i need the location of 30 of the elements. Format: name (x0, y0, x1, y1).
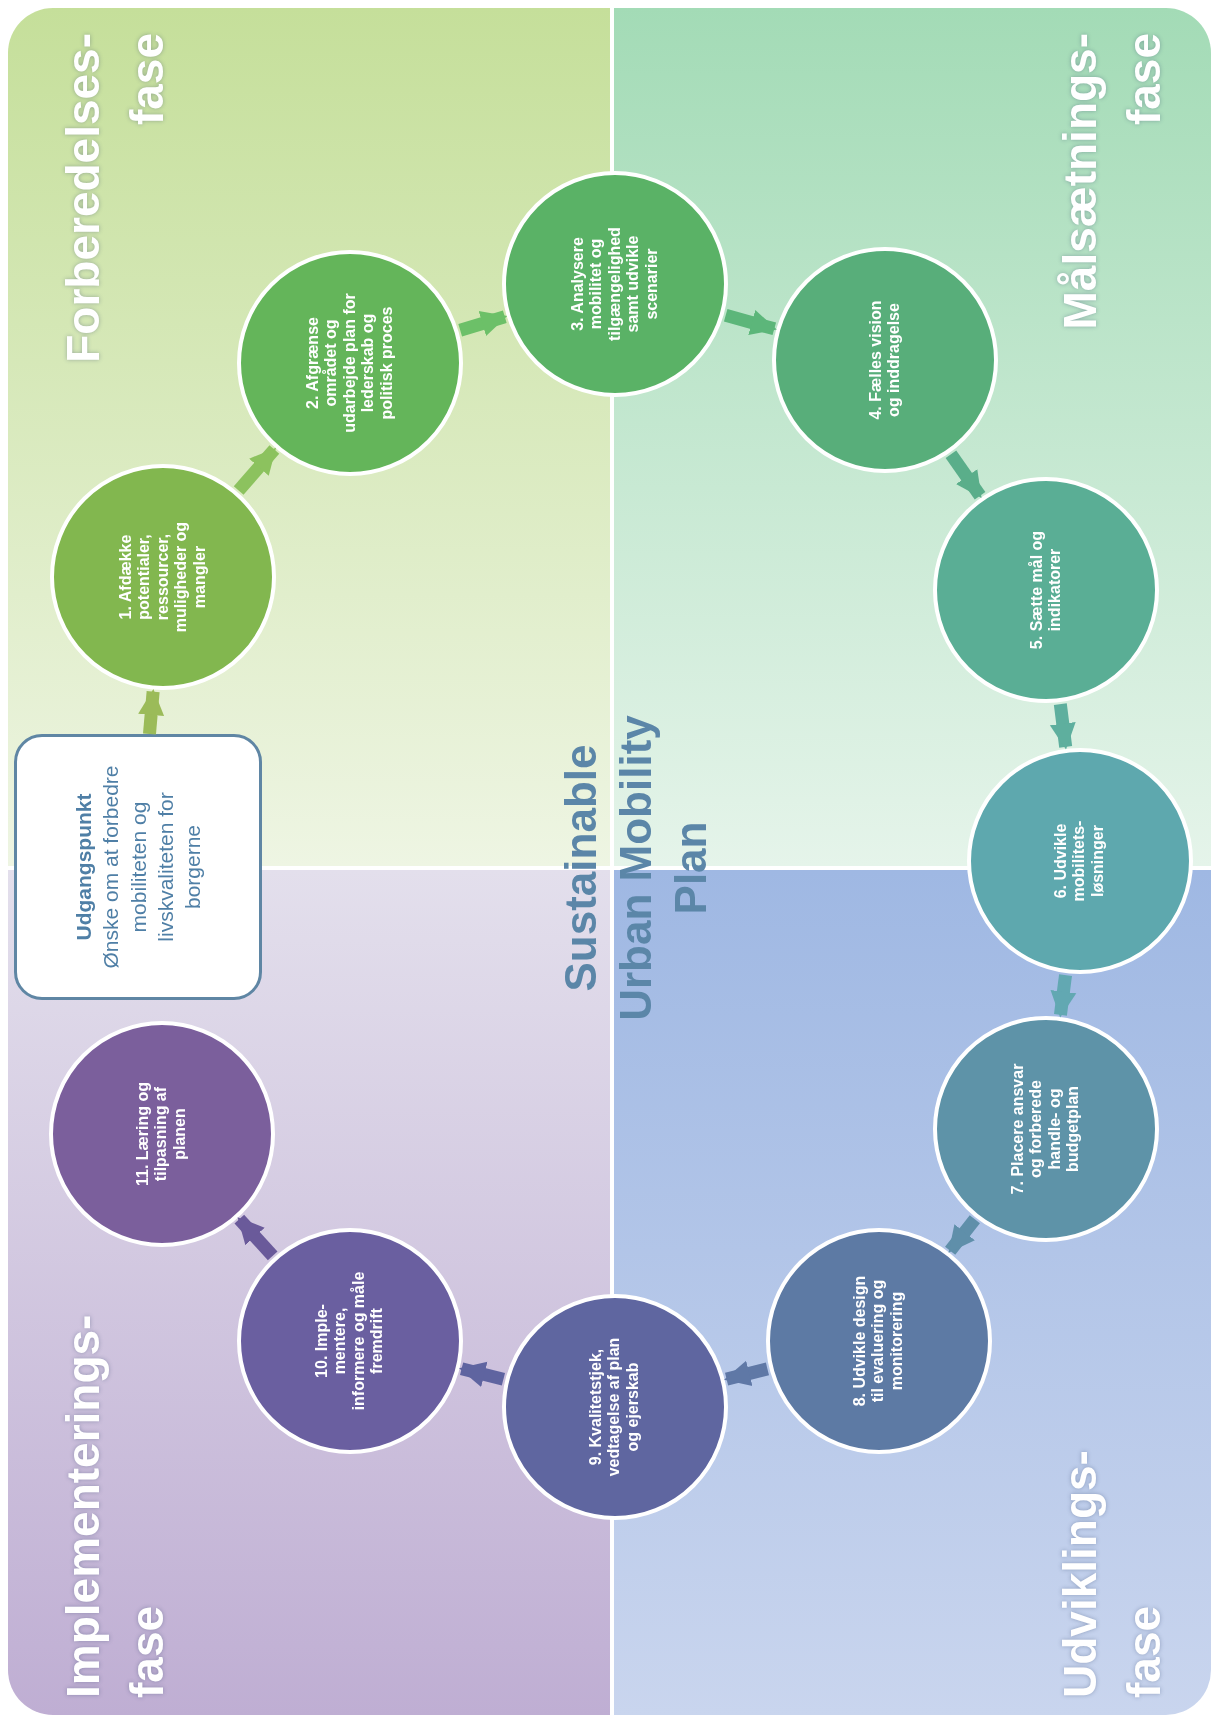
step-label: 4. Fælles vision og inddragelse (866, 299, 903, 422)
phase-label: Udviklings-fase (1052, 1450, 1171, 1698)
step-label: 5. Sætte mål og indikatorer (1027, 529, 1064, 652)
box-text: Ønske om at forbedre mobiliteten og livskvaliteten for borgerne (98, 764, 205, 971)
step-label: 7. Placere ansvar og forberede handle- og budgetplan (1009, 1062, 1083, 1197)
step-label: 11. Læring og tilpasning af planen (134, 1081, 190, 1188)
step-label: 6. Udvikle mobilitets-løsninger (1052, 819, 1108, 904)
arrow (1050, 974, 1077, 1018)
diagram-title: Sustainable Urban Mobility Plan (554, 714, 716, 1023)
arrow (138, 689, 165, 735)
arrow (724, 1360, 769, 1387)
step-label: 9. Kvalitetstjek, vedtagelse af plan og ejerskab (587, 1337, 643, 1477)
arrow (945, 450, 986, 500)
phase-label: Forberedelses-fase (55, 33, 174, 363)
arrow (234, 1214, 278, 1261)
step-label: 8. Udvikle design til evaluering og monitorering (851, 1274, 907, 1409)
start-box (14, 734, 262, 1000)
phase-label: Målsætnings-fase (1052, 33, 1171, 330)
arrow (458, 310, 508, 337)
phase-label: Implementerings-fase (55, 1314, 174, 1698)
step-label: 1. Afdække potentialer, ressourcer, muligheder og mangler (117, 520, 209, 635)
arrow (1049, 703, 1076, 750)
arrow (459, 1361, 505, 1388)
step-label: 10. Imple-mentere, informere og måle fremdrift (313, 1271, 387, 1411)
box-heading: Udgangspunkt (70, 792, 96, 943)
arrow (233, 445, 280, 495)
arrow (723, 308, 777, 336)
step-label: 3. Analysere mobilitet og tilgængelighed samt udvikle scenarier (569, 226, 661, 343)
arrow (945, 1215, 980, 1255)
step-label: 2. Afgrænse området og udarbejde plan for lederskab og politisk proces (304, 293, 396, 433)
